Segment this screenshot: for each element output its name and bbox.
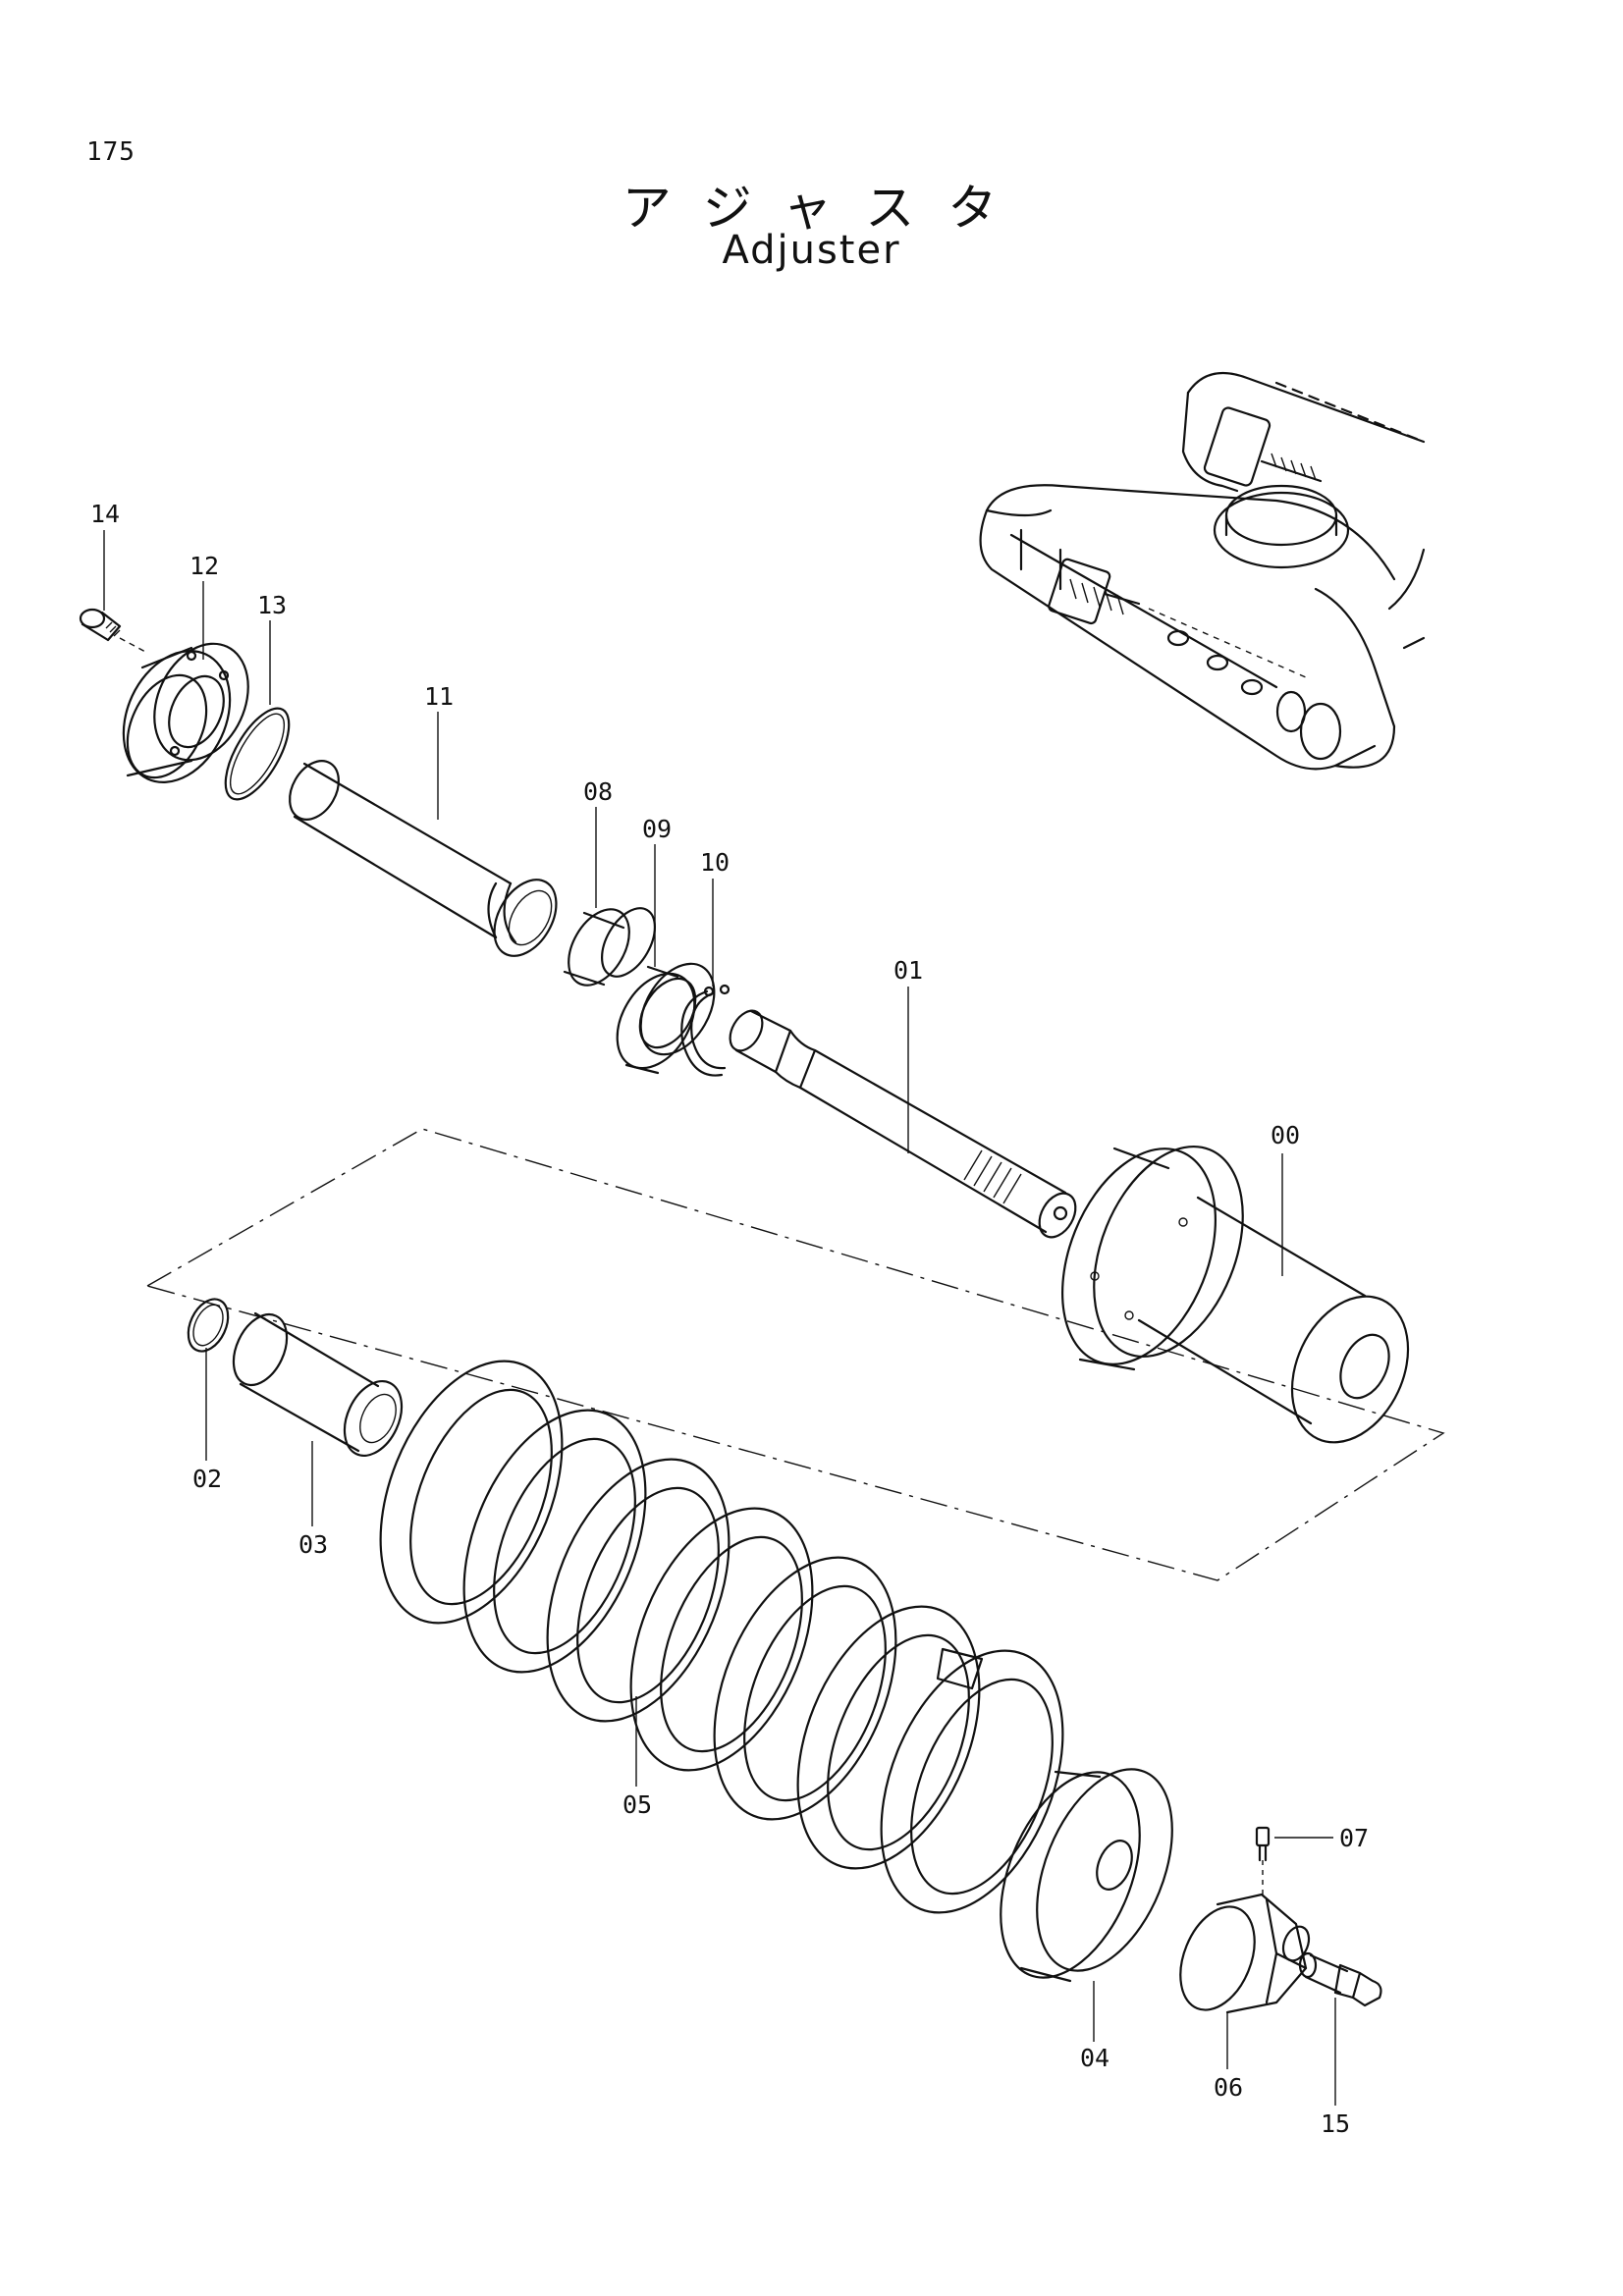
part-07-grease-fitting [1255,1826,1271,1899]
part-03-sleeve [232,1311,404,1457]
callout-04: 04 [1080,2044,1109,2072]
callout-01: 01 [893,956,923,985]
part-08-bushing [563,907,657,987]
part-04-spring-seat [1000,1768,1173,1983]
callout-06: 06 [1214,2073,1243,2102]
part-13-o-ring [224,707,291,801]
callout-leader-lines [103,530,1336,2106]
title-japanese: アジャスタ [622,180,1031,237]
part-10-snap-ring [680,984,730,1077]
callout-08: 08 [583,777,613,806]
part-01-rod [729,1009,1077,1239]
part-15-check-valve [1298,1951,1382,2007]
callout-00: 00 [1271,1121,1300,1149]
page-number: 175 [86,137,135,167]
part-12-flange [122,642,249,783]
callout-13: 13 [257,591,287,619]
callout-14: 14 [90,500,120,528]
part-06-valve-body [1179,1893,1311,2014]
assembly-boundary-line [146,1128,1445,1581]
part-14-bolt [79,608,148,654]
title-english: Adjuster [722,228,901,273]
part-00-cylinder-assembly [1061,1145,1410,1444]
callout-02: 02 [192,1465,222,1493]
part-09-seal [616,962,716,1075]
part-05-coil-spring [379,1360,1064,1914]
callout-07: 07 [1339,1824,1369,1852]
track-frame-inset-illustration [979,371,1426,771]
callout-11: 11 [424,682,454,711]
part-02-o-ring [187,1298,230,1353]
callout-12: 12 [189,552,219,580]
callout-10: 10 [700,848,730,877]
callout-09: 09 [642,815,672,843]
callout-03: 03 [298,1530,328,1559]
callout-05: 05 [622,1790,652,1819]
part-11-cylinder [289,760,558,957]
callout-15: 15 [1321,2109,1350,2138]
